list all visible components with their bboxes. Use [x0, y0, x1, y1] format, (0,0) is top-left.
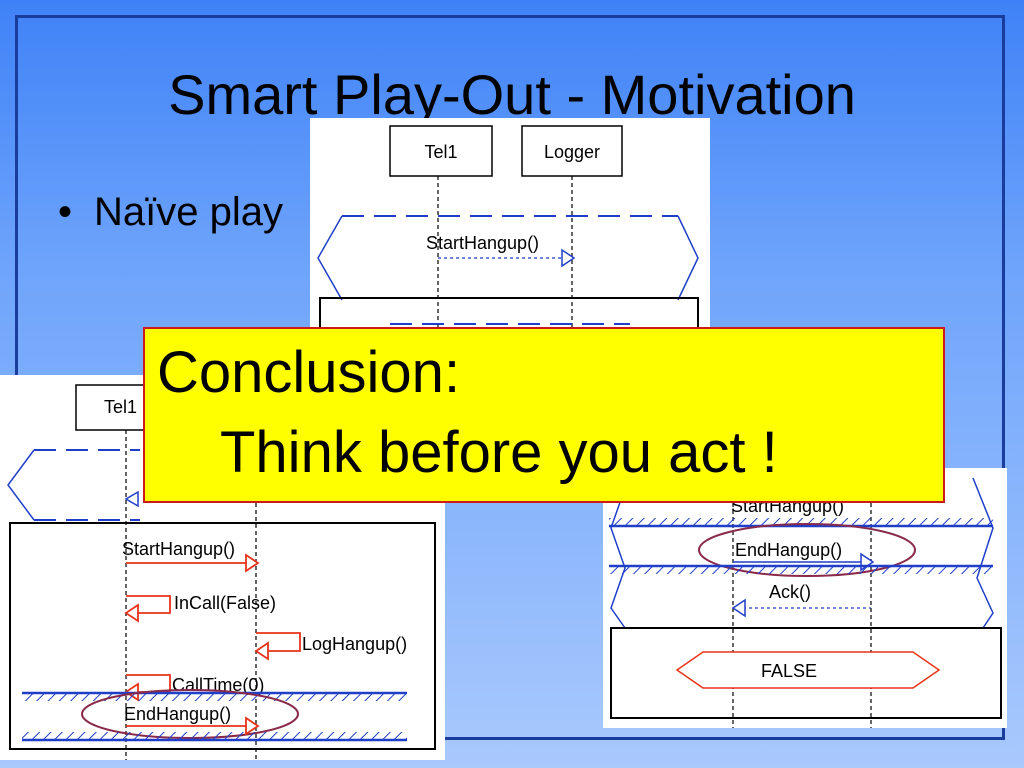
lifeline-label: Tel1: [424, 142, 457, 162]
bullet-dot: •: [58, 190, 73, 234]
self-message: [256, 632, 301, 652]
self-message: [126, 595, 171, 614]
right-diagram: StartHangup() EndHangup() Ack() FALSE: [603, 468, 1007, 728]
message-arrowhead: [254, 641, 269, 661]
message-label: StartHangup(): [122, 539, 235, 559]
cut-hatch: [22, 693, 407, 701]
message-arrowhead: [245, 553, 260, 573]
message-label: InCall(False): [174, 593, 276, 613]
prechart-hexagon: [7, 449, 35, 521]
prechart-hexagon: [677, 215, 699, 301]
lifeline-label: Logger: [544, 142, 600, 162]
message-label: LogHangup(): [302, 634, 407, 654]
message-arrowhead: [124, 490, 139, 508]
slide-title: Smart Play-Out - Motivation: [168, 63, 856, 126]
message-label: StartHangup(): [426, 233, 539, 253]
callout-line-1: Conclusion:: [157, 340, 461, 405]
message-arrowhead: [561, 248, 576, 268]
message-arrowhead: [245, 716, 260, 736]
cut-hatch: [609, 518, 993, 526]
main-chart-box: [9, 522, 436, 750]
prechart-hexagon: [317, 215, 343, 301]
lifeline-box: [389, 125, 493, 177]
main-chart-box: [319, 297, 699, 328]
cut-hatch: [609, 566, 993, 574]
message-arrowhead: [731, 598, 746, 618]
callout-line-2: Think before you act !: [220, 420, 778, 485]
message-label: EndHangup(): [124, 704, 231, 724]
conclusion-callout: Conclusion: Think before you act !: [143, 327, 945, 503]
highlight-ellipse: [698, 523, 916, 577]
cut-hatch: [22, 732, 407, 740]
condition-hexagon: [675, 651, 941, 689]
bullet-item: • Naïve play: [58, 190, 283, 235]
lifeline-label: Tel1: [104, 397, 137, 417]
message-label: Ack(): [769, 582, 811, 602]
prechart-hexagon: [972, 477, 994, 629]
condition-label: FALSE: [761, 661, 817, 681]
bullet-text: Naïve play: [94, 190, 283, 234]
lifeline-box: [521, 125, 623, 177]
main-chart-box: [610, 627, 1002, 719]
top-diagram: Tel1 Logger StartHangup(): [310, 118, 710, 328]
message-arrowhead: [124, 603, 139, 623]
message-label: EndHangup(): [735, 540, 842, 560]
